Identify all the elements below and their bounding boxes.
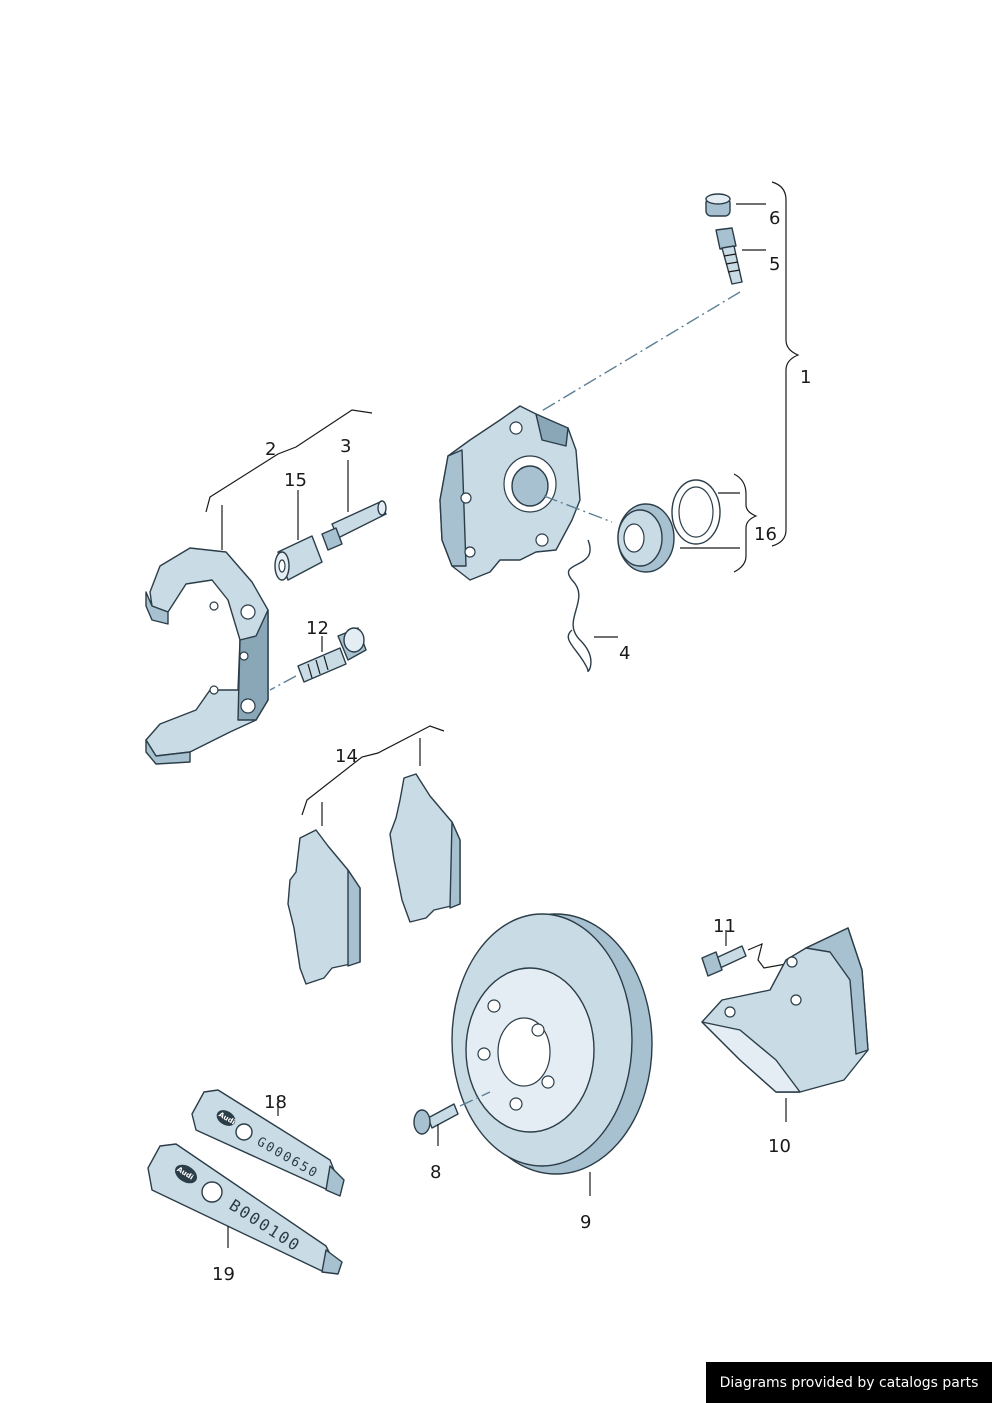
- bracket-1: [771, 181, 800, 547]
- credit-banner: Diagrams provided by catalogs parts: [706, 1362, 992, 1403]
- gasket-ring-part-16[interactable]: [671, 479, 721, 545]
- bracket-16: [733, 473, 758, 573]
- bleeder-valve-part-5[interactable]: [715, 227, 743, 285]
- callout-19: 19: [212, 1264, 235, 1285]
- assembly-axis-screw: [459, 1091, 491, 1107]
- callout-2: 2: [265, 439, 276, 460]
- brake-pad-left-part-14[interactable]: [287, 829, 361, 985]
- assembly-axis-bolt: [269, 675, 297, 691]
- callout-14: 14: [335, 746, 358, 767]
- callout-3: 3: [340, 436, 351, 457]
- wear-sensor-part-4[interactable]: [567, 539, 592, 672]
- callout-16: 16: [754, 524, 777, 545]
- callout-8: 8: [430, 1162, 441, 1183]
- callout-6: 6: [769, 208, 780, 229]
- wheel-hub-bearing-part-16[interactable]: [617, 503, 675, 573]
- screw-part-8[interactable]: [413, 1103, 459, 1135]
- callout-4: 4: [619, 643, 630, 664]
- assembly-axis-hub: [543, 495, 613, 523]
- bolt-part-12[interactable]: [297, 627, 367, 683]
- callout-12: 12: [306, 618, 329, 639]
- callout-15: 15: [284, 470, 307, 491]
- vw-logo-icon: [235, 1123, 253, 1141]
- bracket-2: [205, 409, 373, 513]
- brake-disc-part-9[interactable]: [451, 913, 653, 1175]
- guide-pin-part-3[interactable]: [321, 500, 387, 551]
- callout-1: 1: [800, 367, 811, 388]
- splash-shield-part-10[interactable]: [701, 927, 869, 1093]
- callout-10: 10: [768, 1136, 791, 1157]
- callout-11: 11: [713, 916, 736, 937]
- callout-5: 5: [769, 254, 780, 275]
- cap-part-6[interactable]: [705, 193, 731, 217]
- bolt-part-11[interactable]: [701, 945, 747, 977]
- callout-9: 9: [580, 1212, 591, 1233]
- leader-11-axis: [747, 942, 787, 969]
- vw-logo-icon: [201, 1181, 223, 1203]
- bracket-14: [301, 725, 445, 816]
- caliper-housing[interactable]: [439, 405, 581, 581]
- caliper-carrier-part-2[interactable]: [145, 547, 269, 765]
- bushing-part-15[interactable]: [274, 535, 323, 581]
- callout-18: 18: [264, 1092, 287, 1113]
- assembly-axis-valve: [539, 291, 741, 413]
- leader-16: [680, 492, 740, 549]
- brake-pad-right-part-14[interactable]: [389, 773, 461, 923]
